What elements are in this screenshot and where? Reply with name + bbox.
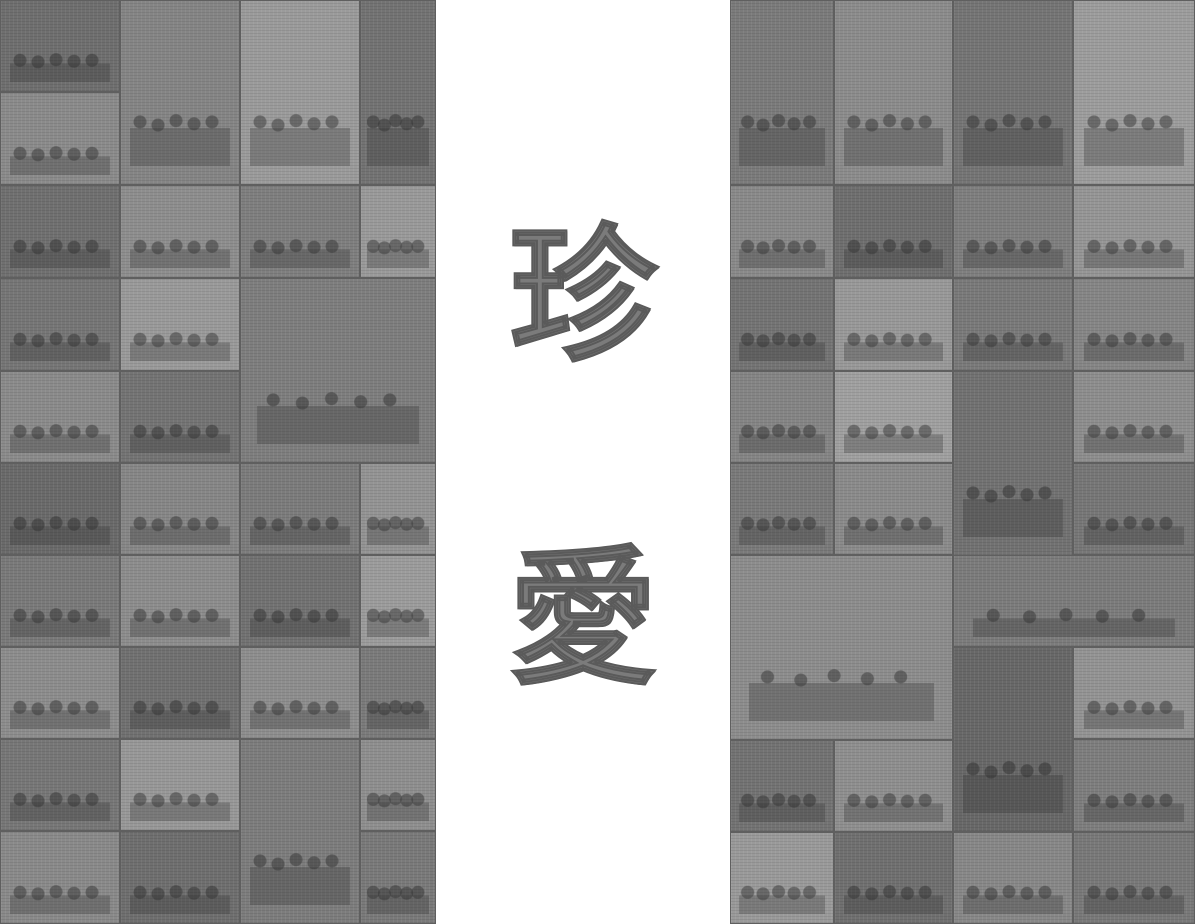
photo-tile [0,739,120,831]
photo-tile [120,831,240,924]
photo-tile [1073,739,1195,832]
title-character-2: 愛 [508,533,658,705]
photo-tile [953,555,1195,647]
photo-tile [360,555,436,647]
photo-tile [1073,0,1195,185]
photo-tile [0,647,120,739]
photo-tile [834,0,953,185]
title-character-1: 珍 [508,210,658,382]
photo-tile [360,831,436,924]
photo-tile [730,278,834,371]
photo-tile [1073,832,1195,924]
left-photo-collage [0,0,436,924]
photo-tile [834,463,953,555]
photo-tile [120,555,240,647]
photo-tile [1073,647,1195,739]
photo-tile [953,647,1073,832]
photo-tile [0,278,120,371]
photo-tile [953,185,1073,278]
photo-tile [120,0,240,185]
photo-tile [834,371,953,463]
photo-tile [1073,278,1195,371]
photo-tile [0,555,120,647]
photo-tile [730,740,834,832]
photo-tile [730,185,834,278]
photo-tile [120,278,240,371]
center-title-panel: 珍 愛 [436,0,730,924]
photo-tile [120,371,240,463]
photo-tile [834,185,953,278]
photo-tile [0,0,120,92]
photo-tile [120,185,240,278]
photo-tile [953,278,1073,371]
photo-tile [360,463,436,555]
photo-tile [0,463,120,555]
photo-tile [240,185,360,278]
photo-tile [730,555,953,740]
photo-tile [240,555,360,647]
photo-tile [1073,185,1195,278]
photo-tile [834,278,953,371]
photo-tile [360,185,436,278]
right-photo-collage [730,0,1195,924]
photo-tile [240,278,436,463]
photo-tile [834,740,953,832]
photo-tile [120,739,240,831]
photo-tile [730,371,834,463]
photo-tile [0,371,120,463]
photo-tile [730,0,834,185]
photo-tile [120,463,240,555]
photo-tile [240,739,360,924]
photo-tile [240,463,360,555]
photo-tile [0,92,120,185]
photo-tile [120,647,240,739]
photo-tile [360,647,436,739]
photo-tile [1073,463,1195,555]
photo-tile [730,463,834,555]
photo-tile [0,831,120,924]
photo-tile [240,647,360,739]
photo-tile [953,0,1073,185]
photo-tile [953,832,1073,924]
photo-tile [1073,371,1195,463]
photo-tile [360,0,436,185]
photo-tile [360,739,436,831]
photo-tile [730,832,834,924]
photo-tile [953,371,1073,556]
photo-tile [834,832,953,924]
photo-tile [0,185,120,278]
photo-tile [240,0,360,185]
